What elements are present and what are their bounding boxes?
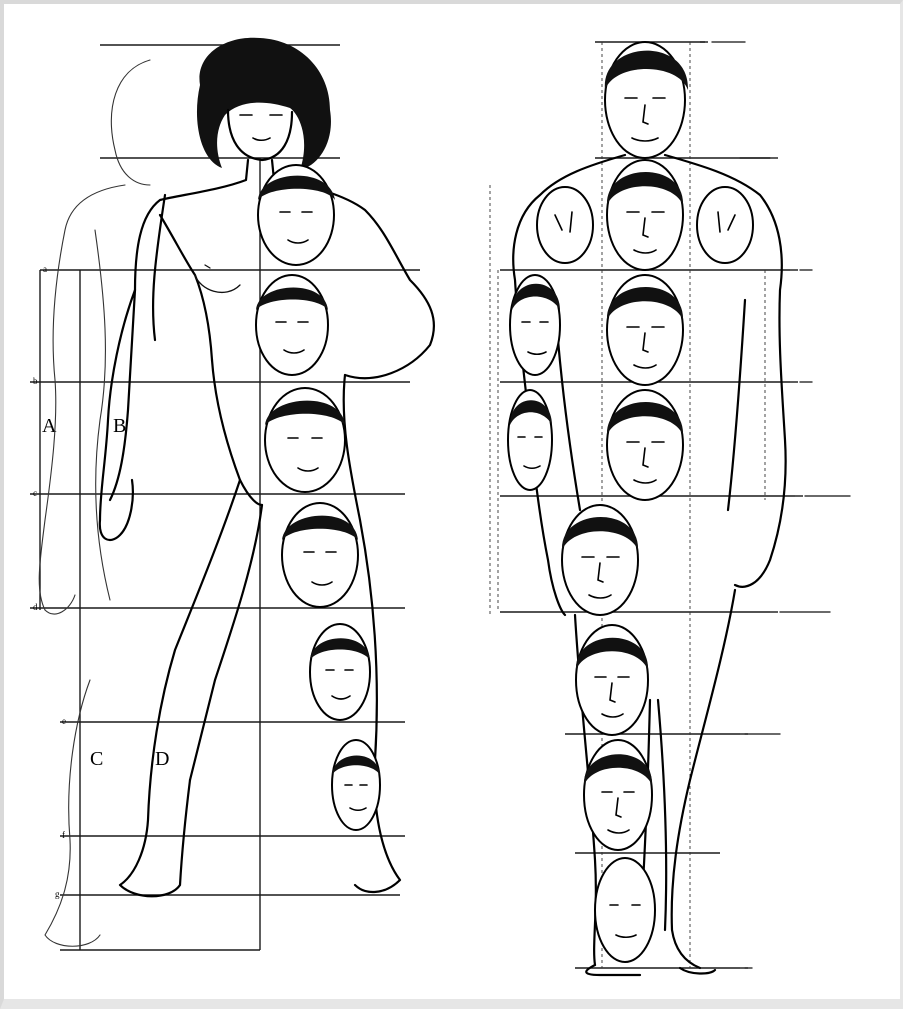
left-main-figure [100, 38, 434, 897]
svg-text:d: d [33, 602, 38, 612]
right-figure-side-ticks [700, 42, 803, 968]
head-unit [537, 187, 593, 263]
svg-text:b: b [33, 376, 38, 386]
right-head-units [508, 42, 753, 975]
region-letter-b: B [113, 415, 126, 437]
head-unit [265, 388, 345, 492]
head-unit [607, 390, 683, 500]
right-side-annotation-marks [712, 42, 850, 968]
head-unit [332, 740, 380, 830]
left-figure-tick-marks: a b c d e f g [33, 264, 66, 899]
head-unit [607, 160, 683, 270]
head-unit [562, 505, 638, 615]
head-unit [576, 625, 648, 735]
svg-text:a: a [43, 264, 47, 274]
head-unit [607, 275, 683, 385]
head-unit [282, 503, 358, 607]
left-ghost-side-view [39, 60, 150, 946]
head-unit [697, 187, 753, 263]
svg-text:c: c [33, 488, 37, 498]
head-unit [595, 858, 655, 962]
left-head-units [256, 165, 380, 830]
region-letter-d: D [155, 748, 169, 770]
head-unit [584, 740, 652, 850]
head-unit [605, 42, 688, 158]
svg-text:e: e [62, 716, 66, 726]
svg-text:g: g [55, 889, 60, 899]
head-unit [258, 165, 335, 265]
head-unit [508, 390, 552, 490]
region-letter-c: C [90, 748, 103, 770]
svg-text:f: f [62, 830, 65, 840]
head-unit [256, 275, 328, 375]
head-unit [310, 624, 370, 720]
head-unit [510, 275, 560, 375]
